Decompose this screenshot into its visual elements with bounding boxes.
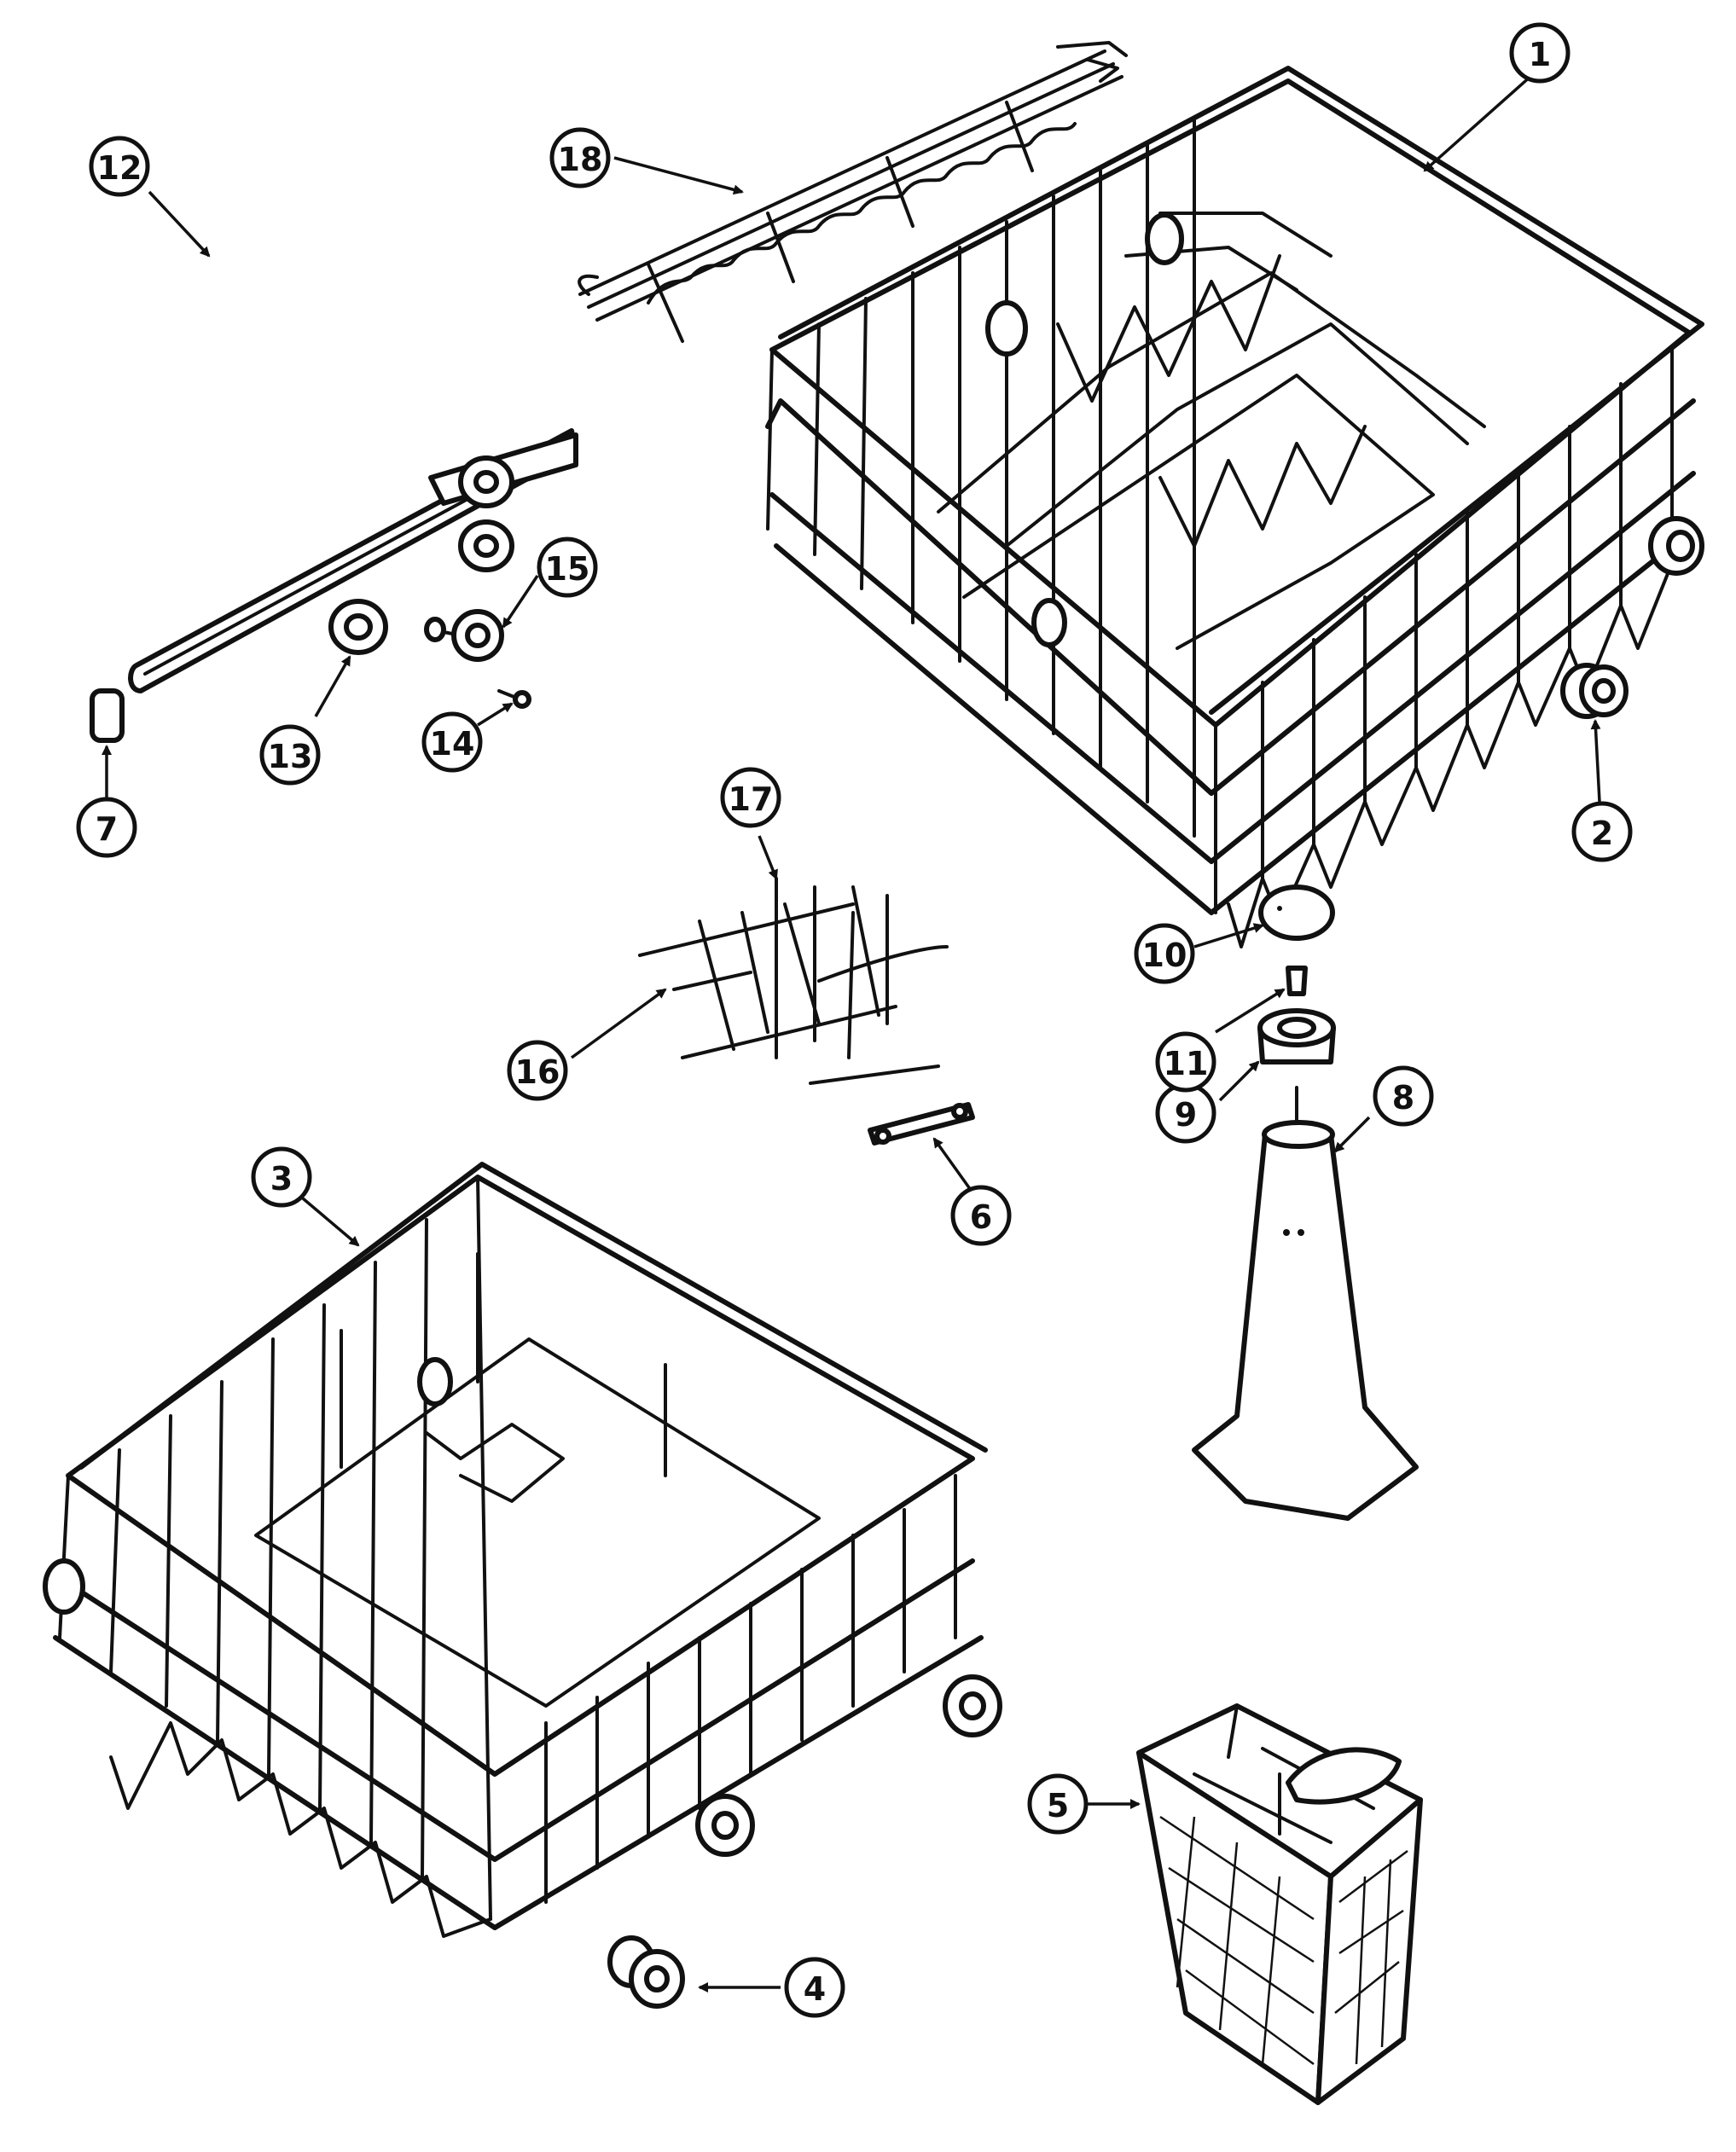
callout-7: 7 bbox=[76, 797, 137, 858]
callout-12: 12 bbox=[89, 136, 150, 197]
callout-11-label: 11 bbox=[1164, 1045, 1209, 1082]
callout-9: 9 bbox=[1155, 1082, 1216, 1144]
callout-8-label: 8 bbox=[1392, 1079, 1414, 1117]
callout-11: 11 bbox=[1155, 1031, 1216, 1093]
lower-rack-wheel bbox=[607, 1935, 685, 2009]
cup-shelf-wire bbox=[578, 41, 1128, 343]
rail-roller bbox=[328, 599, 388, 655]
callout-14-label: 14 bbox=[430, 725, 475, 763]
callout-10-label: 10 bbox=[1142, 937, 1187, 974]
callout-14: 14 bbox=[421, 711, 483, 773]
rail-end-cap bbox=[90, 688, 125, 743]
roller-stud bbox=[424, 609, 504, 662]
callout-17-label: 17 bbox=[729, 780, 774, 818]
tine-insert bbox=[638, 877, 949, 1085]
upper-rack bbox=[765, 66, 1704, 948]
callout-16-label: 16 bbox=[515, 1053, 560, 1091]
callout-10: 10 bbox=[1134, 923, 1195, 984]
callout-18: 18 bbox=[549, 127, 611, 189]
callout-2-label: 2 bbox=[1591, 815, 1613, 852]
callout-16: 16 bbox=[507, 1040, 568, 1101]
callout-5-label: 5 bbox=[1047, 1787, 1069, 1824]
callout-17: 17 bbox=[720, 767, 781, 828]
callout-3: 3 bbox=[251, 1146, 312, 1208]
tower-cap bbox=[1258, 885, 1335, 941]
callout-15-label: 15 bbox=[545, 550, 590, 588]
callout-8: 8 bbox=[1373, 1065, 1434, 1127]
upper-rack-wheel bbox=[1560, 663, 1629, 719]
callout-4: 4 bbox=[784, 1957, 845, 2018]
leader-lines bbox=[102, 67, 1601, 1992]
callout-5: 5 bbox=[1027, 1773, 1089, 1835]
callout-7-label: 7 bbox=[96, 810, 118, 848]
tower-stem bbox=[1286, 966, 1308, 996]
callout-3-label: 3 bbox=[270, 1160, 293, 1198]
rack-rail bbox=[128, 428, 578, 693]
callout-12-label: 12 bbox=[97, 149, 142, 187]
callout-15: 15 bbox=[537, 537, 598, 598]
tower-nut bbox=[1257, 1008, 1336, 1064]
callout-6: 6 bbox=[950, 1185, 1012, 1246]
tine-clip bbox=[868, 1102, 975, 1146]
callout-2: 2 bbox=[1571, 801, 1633, 862]
callout-18-label: 18 bbox=[558, 141, 603, 178]
callout-1: 1 bbox=[1509, 22, 1571, 84]
callout-9-label: 9 bbox=[1175, 1096, 1197, 1134]
screw bbox=[497, 689, 531, 709]
callout-6-label: 6 bbox=[970, 1198, 992, 1236]
silverware-basket bbox=[1136, 1703, 1423, 2105]
callout-13-label: 13 bbox=[268, 738, 313, 775]
callout-1-label: 1 bbox=[1529, 36, 1551, 73]
callout-4-label: 4 bbox=[804, 1970, 826, 2008]
callout-13: 13 bbox=[259, 724, 321, 786]
lower-rack bbox=[43, 1162, 1002, 1938]
spray-tower bbox=[1192, 1086, 1419, 1521]
